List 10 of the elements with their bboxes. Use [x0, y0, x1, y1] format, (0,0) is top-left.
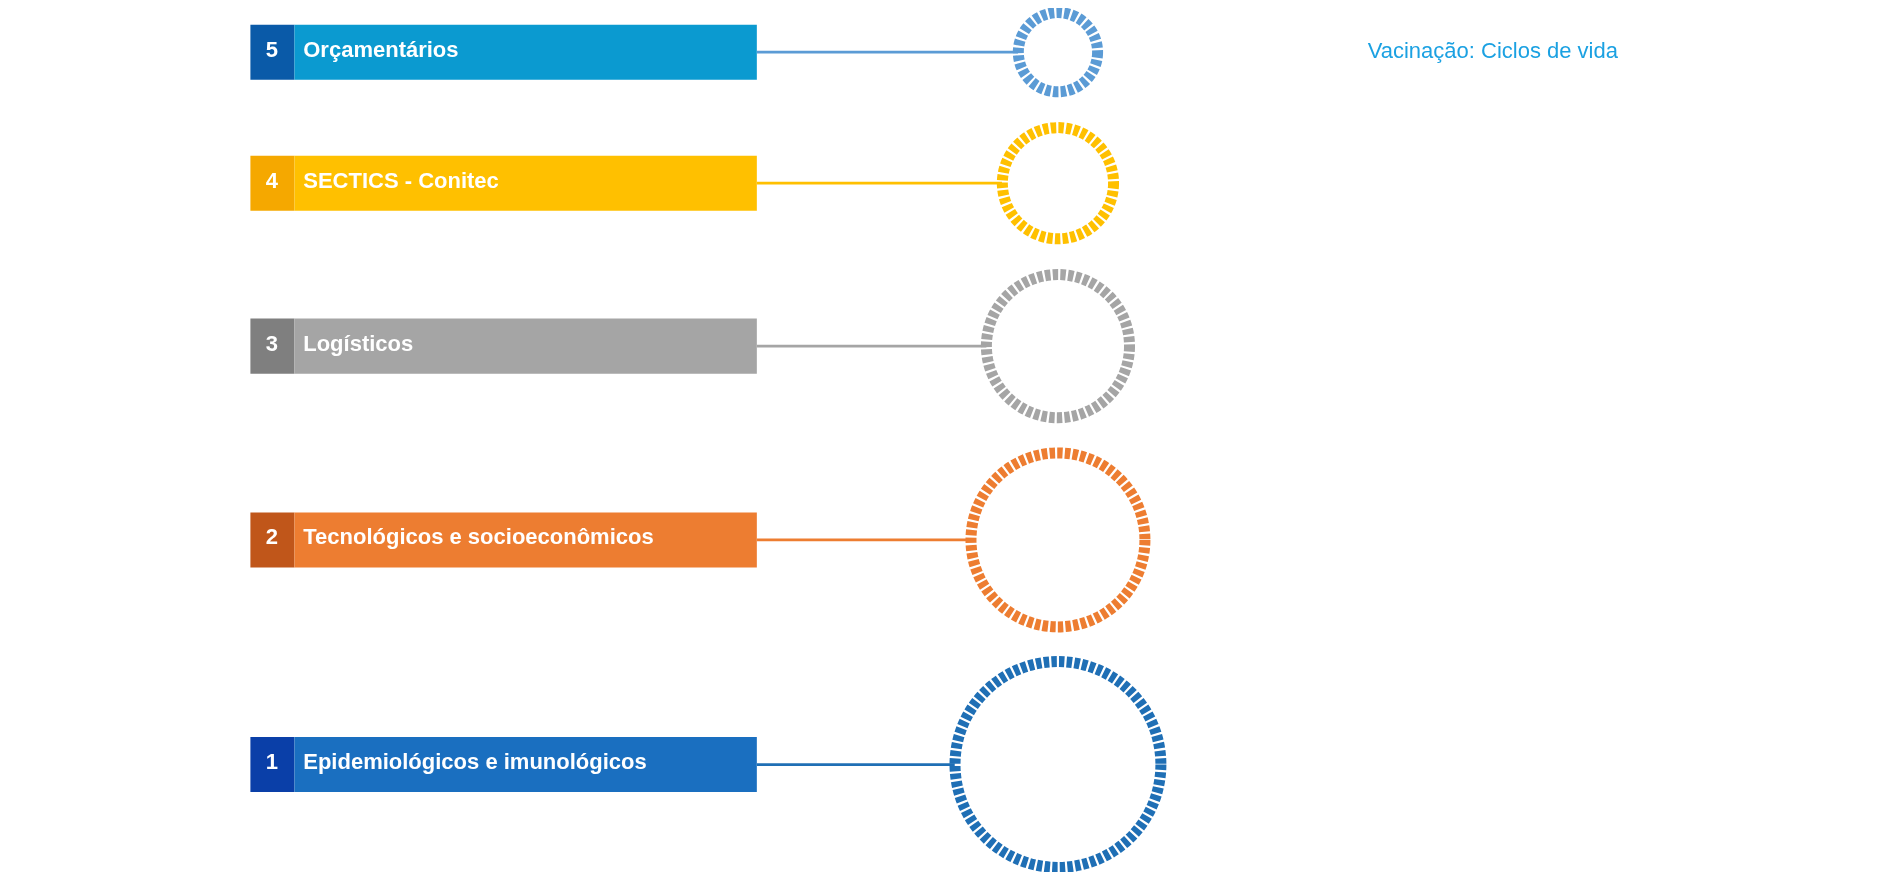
connector [756, 50, 1018, 54]
connector [756, 344, 987, 348]
connector [756, 763, 955, 766]
connector [756, 181, 1002, 185]
node-arc [965, 447, 1151, 633]
label: Vacinação: Ciclos de vida [1367, 37, 1618, 63]
node-arc [980, 269, 1136, 424]
node-arc [1012, 8, 1104, 98]
node-arc [949, 656, 1167, 872]
node-arc [996, 122, 1120, 245]
